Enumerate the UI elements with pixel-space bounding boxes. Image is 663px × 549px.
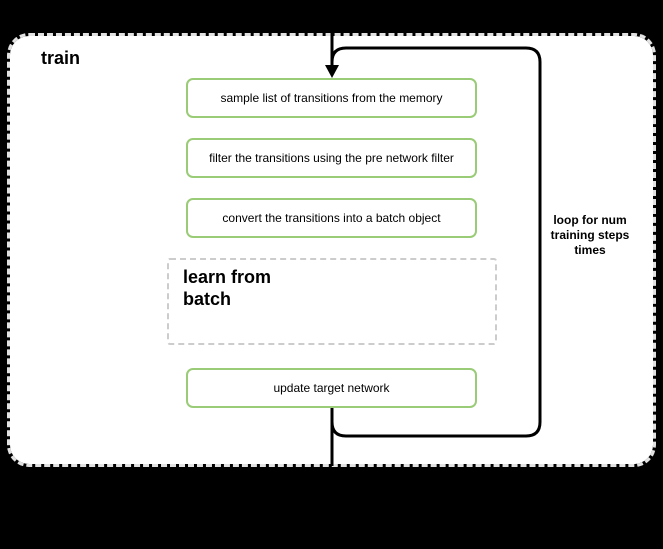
loop-annotation-label: loop for num training steps times: [550, 213, 630, 257]
step-update-target-network: update target network: [186, 368, 477, 408]
step-convert-to-batch: convert the transitions into a batch obj…: [186, 198, 477, 238]
subprocess-learn-from-batch: learn from batch: [167, 258, 497, 345]
step-sample-transitions: sample list of transitions from the memo…: [186, 78, 477, 118]
step-filter-transitions: filter the transitions using the pre net…: [186, 138, 477, 178]
frame-title: train: [41, 48, 81, 68]
